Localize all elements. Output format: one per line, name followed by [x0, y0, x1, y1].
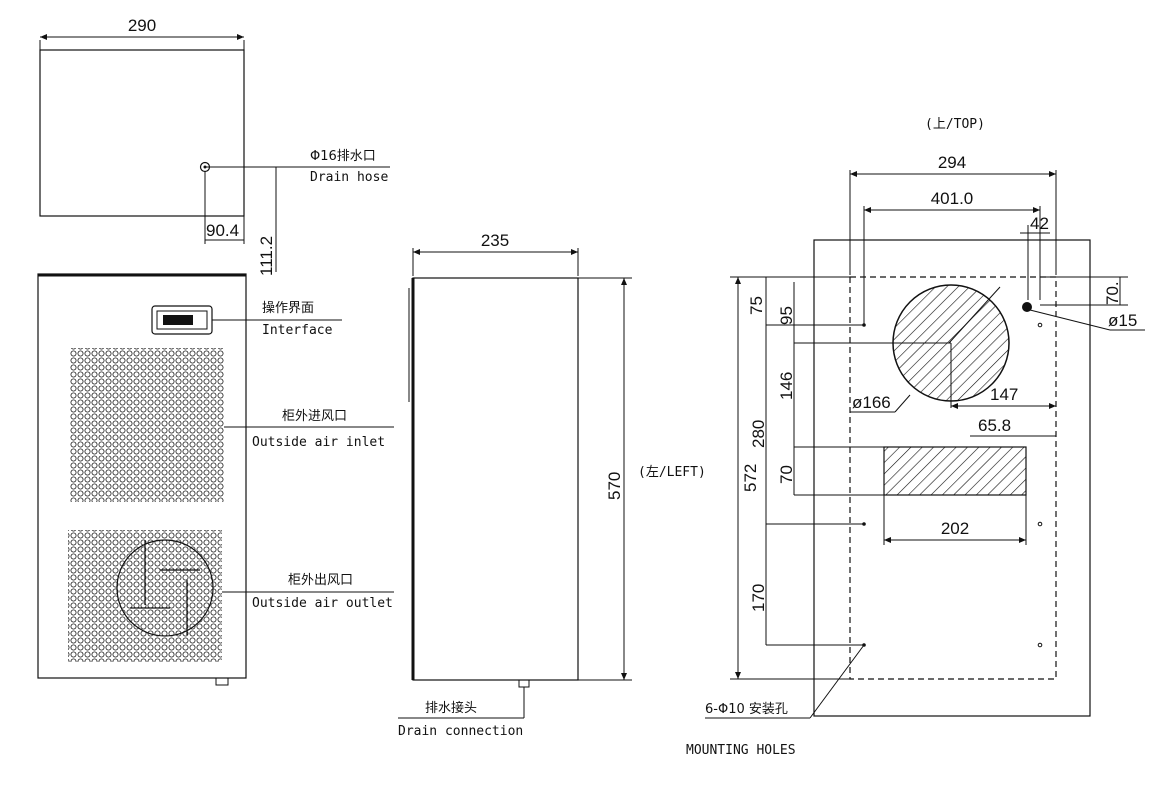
cutout-outline: [849, 276, 1057, 680]
left-label: (左/LEFT): [638, 465, 706, 480]
drain-hose-cn: Φ16排水口: [310, 149, 376, 164]
side-view: 235 570 排水接头 Drain connection: [398, 231, 632, 739]
dim-70: 70: [777, 465, 796, 484]
mounting-hole-icon: [1037, 322, 1043, 328]
outlet-en: Outside air outlet: [252, 596, 393, 611]
side-height-dim: 570: [605, 472, 624, 500]
top-view: 290 Φ16排水口 Drain hose 90.4 111.2: [39, 16, 390, 276]
dim-202: 202: [941, 519, 969, 538]
dim-166: ø166: [852, 393, 891, 412]
cutout-view: (上/TOP) (左/LEFT) 294 401.0 42 70. ø15: [638, 117, 1145, 758]
interface-cn: 操作界面: [262, 300, 314, 316]
mounting-hole-icon: [1037, 521, 1043, 527]
drain-hose-en: Drain hose: [310, 170, 388, 185]
mounting-hole-icon: [862, 522, 866, 526]
top-view-outline: [39, 49, 245, 217]
mounting-hole-icon: [1037, 642, 1043, 648]
outlet-cn: 柜外出风口: [288, 573, 353, 588]
inlet-grille: [70, 348, 224, 502]
drain-y-dim: 111.2: [257, 236, 276, 276]
dim-294: 294: [938, 153, 966, 172]
holes-en: MOUNTING HOLES: [686, 743, 796, 758]
dim-170: 170: [749, 584, 768, 612]
dim-42: 42: [1030, 214, 1049, 233]
drain-connection-en: Drain connection: [398, 724, 523, 739]
outer-frame: [813, 239, 1091, 717]
dim-65: 65.8: [978, 416, 1011, 435]
side-view-outline: [412, 277, 579, 681]
drain-connection-cn: 排水接头: [425, 700, 477, 716]
top-label: (上/TOP): [925, 117, 985, 132]
dim-572: 572: [741, 464, 760, 492]
rect-cutout: [883, 446, 1027, 496]
dim-70-top: 70.: [1103, 281, 1122, 305]
inlet-cn: 柜外进风口: [282, 409, 347, 424]
dim-147: 147: [990, 385, 1018, 404]
top-width-dim: 290: [128, 16, 156, 35]
drain-x-dim: 90.4: [206, 221, 239, 240]
dim-146: 146: [777, 372, 796, 400]
mounting-hole-icon: [862, 323, 866, 327]
side-width-dim: 235: [481, 231, 509, 250]
drain-hole-icon: [1022, 302, 1032, 312]
front-view: 操作界面 Interface 柜外进风口 Outside air inlet 柜…: [37, 273, 394, 686]
dim-15: ø15: [1108, 311, 1137, 330]
dim-280: 280: [749, 420, 768, 448]
dim-75: 75: [747, 296, 766, 315]
dim-95: 95: [777, 306, 796, 325]
interface-en: Interface: [262, 323, 333, 338]
dim-401: 401.0: [931, 189, 974, 208]
fan-icon: [116, 539, 214, 637]
inlet-en: Outside air inlet: [252, 435, 385, 450]
holes-cn: 6-Φ10 安装孔: [705, 702, 788, 717]
drain-connection-icon: [518, 679, 530, 688]
